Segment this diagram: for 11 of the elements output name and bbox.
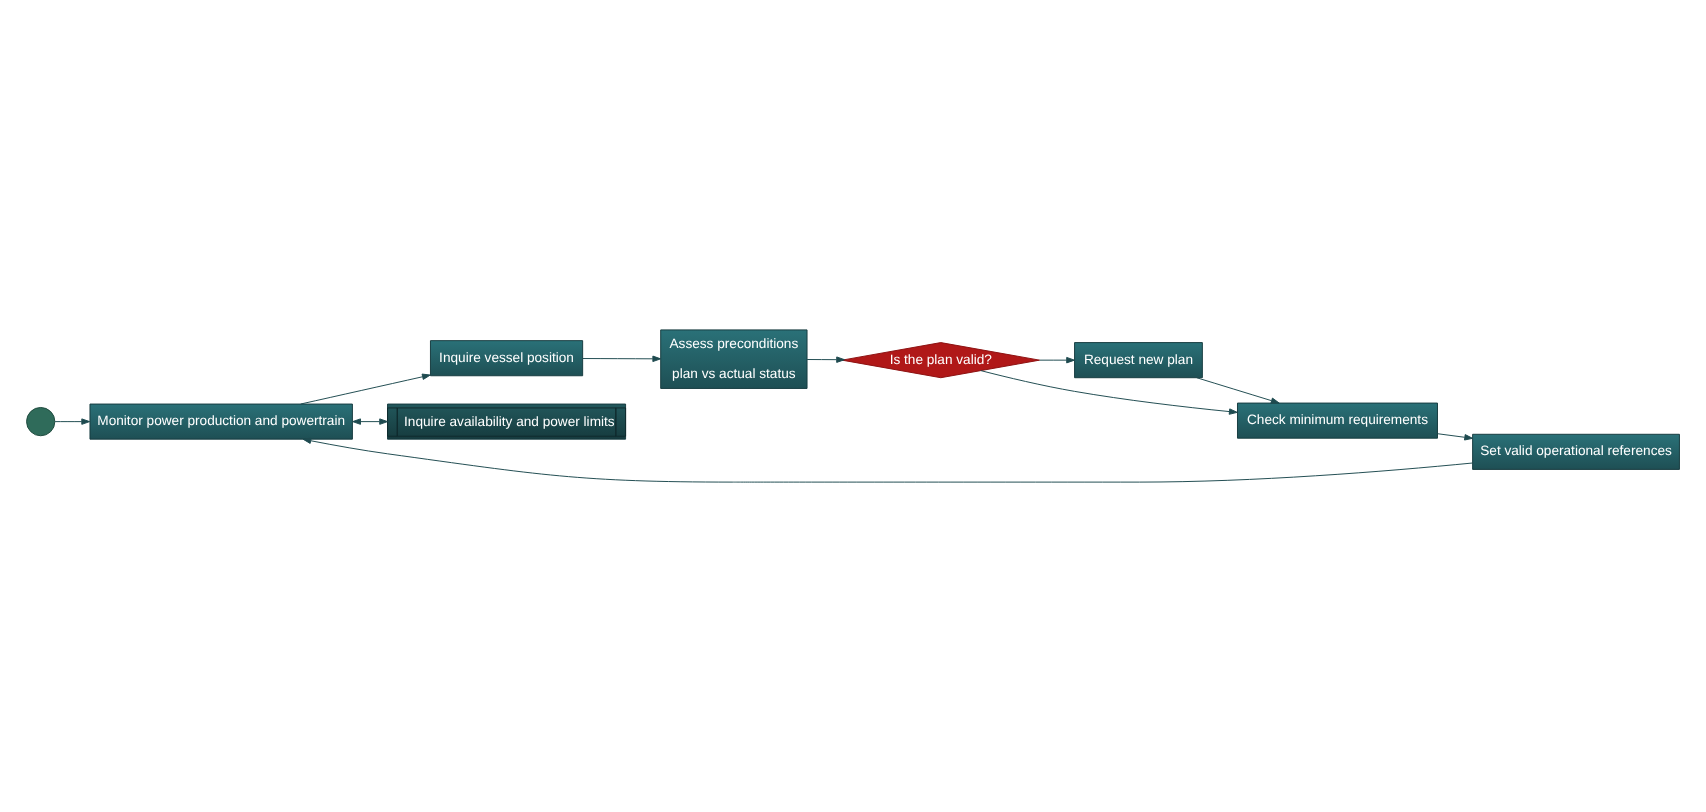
arrow — [806, 356, 845, 363]
arrow — [1196, 377, 1280, 404]
arrow — [582, 355, 662, 363]
node-circle — [26, 406, 56, 437]
arrow — [1437, 433, 1474, 441]
arrow — [300, 373, 431, 405]
arrow — [352, 418, 388, 425]
arrow — [980, 370, 1238, 415]
arrow — [1039, 356, 1075, 364]
arrow — [302, 437, 1473, 483]
arrow — [54, 418, 91, 425]
